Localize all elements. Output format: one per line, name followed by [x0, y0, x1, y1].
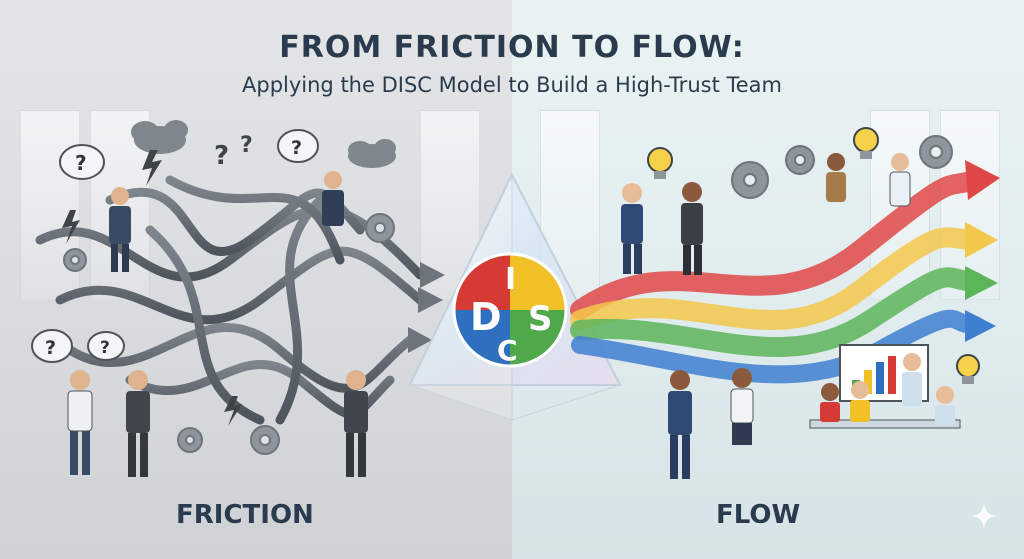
- meeting-table: [809, 344, 961, 429]
- frustrated-person: [322, 171, 344, 226]
- ribbon-arrowheads: [965, 160, 1000, 342]
- svg-text:?: ?: [75, 151, 87, 175]
- gear-icon: [177, 427, 203, 453]
- arrowheads: [408, 262, 445, 353]
- title-block: FROM FRICTION TO FLOW: Applying the DISC…: [0, 30, 1024, 97]
- question-bubble-icon: ?: [31, 329, 73, 363]
- arguing-person: [126, 370, 150, 477]
- gear-icon: [919, 135, 953, 169]
- gear-icon: [63, 248, 87, 272]
- lightbulb-icon: [853, 127, 879, 159]
- gear-icon: [250, 425, 280, 455]
- handshake-pair: [621, 182, 703, 275]
- page-title: FROM FRICTION TO FLOW:: [279, 30, 745, 65]
- frustrated-person: [109, 187, 131, 272]
- flow-label: FLOW: [716, 500, 801, 530]
- disc-letter-d: D: [470, 295, 502, 339]
- question-mark: ?: [240, 133, 253, 158]
- gear-icon: [731, 161, 769, 199]
- disc-letter-c: C: [497, 334, 518, 367]
- friction-label: FRICTION: [176, 500, 314, 530]
- svg-text:?: ?: [45, 337, 56, 359]
- handshake-pair: [826, 153, 911, 207]
- lightbulb-icon: [956, 354, 980, 384]
- lightbulb-icon: [647, 147, 673, 179]
- disc-letter-i: I: [505, 262, 516, 297]
- sparkle-icon: [970, 502, 998, 530]
- svg-text:?: ?: [291, 137, 302, 159]
- question-bubble-icon: ?: [87, 331, 125, 361]
- question-bubble-icon: ?: [59, 144, 105, 180]
- storm-cloud-icon: [348, 139, 396, 168]
- question-mark: ?: [214, 141, 229, 171]
- page-subtitle: Applying the DISC Model to Build a High-…: [242, 73, 782, 97]
- gear-icon: [365, 213, 395, 243]
- question-bubble-icon: ?: [277, 129, 319, 163]
- lightning-icon: [62, 150, 242, 426]
- handshake-pair: [668, 368, 754, 479]
- storm-cloud-icon: [131, 120, 188, 154]
- frustrated-person: [344, 370, 368, 477]
- arguing-person: [67, 370, 93, 475]
- disc-logo: D I S C: [452, 252, 568, 368]
- gear-icon: [785, 145, 815, 175]
- svg-text:?: ?: [100, 338, 110, 358]
- disc-letter-s: S: [528, 299, 553, 339]
